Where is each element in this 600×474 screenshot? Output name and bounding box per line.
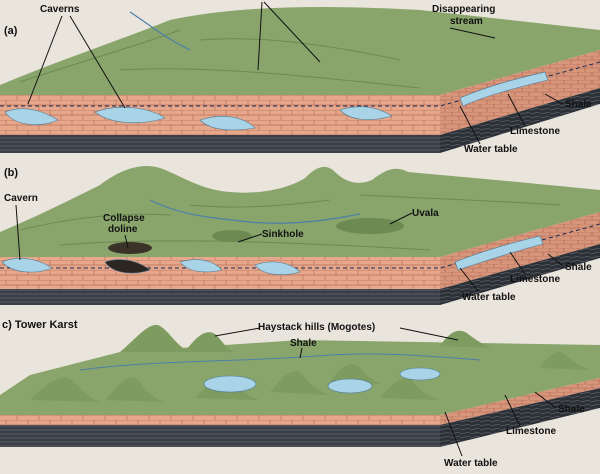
panel-c-limestone-front [0,415,440,425]
pointer-collapse-doline [124,234,129,249]
panel-a-shale-front [0,135,440,153]
label-sinkhole: Sinkhole [262,229,304,240]
panel-c: c) Tower Karst Haystack hills (Mogotes) … [0,319,600,469]
pointer-disappearing-stream [449,27,496,39]
panel-b-shale-front [0,289,440,305]
pointer-b-shale [547,253,564,267]
panel-b: (b) Cavern Collapse doline Sinkhole Uval… [0,165,600,305]
label-uvala: Uvala [412,208,439,219]
label-caverns: Caverns [40,4,80,15]
panel-c-tag: c) Tower Karst [2,319,78,331]
pointer-caverns-1 [27,15,63,105]
panel-b-collapse-doline [108,242,152,254]
panel-b-shale-side [440,244,600,305]
pointer-b-water-table [459,267,479,292]
panel-c-limestone-side [440,378,600,425]
label-b-water-table: Water table [462,292,516,303]
label-cavern: Cavern [4,193,38,204]
pointer-c-shale-top [299,347,303,359]
label-haystack-hills: Haystack hills (Mogotes) [258,322,375,333]
pointer-b-limestone [509,251,526,275]
pointer-a-water-table [459,105,481,145]
pointer-c-water-table [444,411,463,457]
panel-a-surface [0,7,600,95]
label-a-shale: Shale [565,99,592,110]
panel-c-shale-side [440,388,600,447]
pointer-a-shale [544,93,564,105]
panel-a-shale-side [440,88,600,153]
label-c-shale-top: Shale [290,338,317,349]
pointer-cavern [15,204,21,261]
panel-c-shale-front [0,425,440,447]
pointer-haystack-2 [399,327,459,341]
panel-b-caves [1,235,544,275]
panel-b-surface [0,165,600,257]
pointer-haystack-1 [214,327,261,337]
label-c-limestone: Limestone [506,426,556,437]
panel-b-surface-stream [149,199,361,224]
pointer-sinkhole [237,233,263,243]
panel-b-tag: (b) [4,167,18,179]
panel-b-limestone-front [0,257,440,289]
label-a-water-table: Water table [464,144,518,155]
pointer-c-limestone [504,394,521,427]
label-c-shale: Shale [558,404,585,415]
panel-b-sinkhole [212,230,252,242]
panel-b-uvala [336,218,404,234]
label-b-limestone: Limestone [510,274,560,285]
label-b-shale: Shale [565,262,592,273]
label-disappearing-stream-line1: Disappearing [432,4,495,15]
panel-a-limestone-side [440,50,600,135]
pointer-uvala [389,212,413,225]
label-c-water-table: Water table [444,458,498,469]
panel-c-lakes [203,367,441,394]
label-disappearing-stream-line2: stream [450,16,483,27]
label-collapse-doline-line2: doline [108,224,138,235]
pointer-surface-1 [257,1,263,71]
panel-c-mogotes [30,324,590,402]
panel-a-caves [4,71,549,131]
pointer-a-limestone [507,93,526,127]
label-collapse-doline-line1: Collapse [103,213,145,224]
pointer-c-shale [534,391,557,409]
label-a-limestone: Limestone [510,126,560,137]
panel-a-surface-stream [129,11,191,51]
panel-a-tag: (a) [4,25,18,37]
pointer-caverns-2 [69,15,126,109]
panel-c-surface-stream [79,353,481,371]
panel-a: (a) Caverns Disappearing stream Shale Li… [0,1,600,155]
pointer-surface-2 [263,1,321,63]
